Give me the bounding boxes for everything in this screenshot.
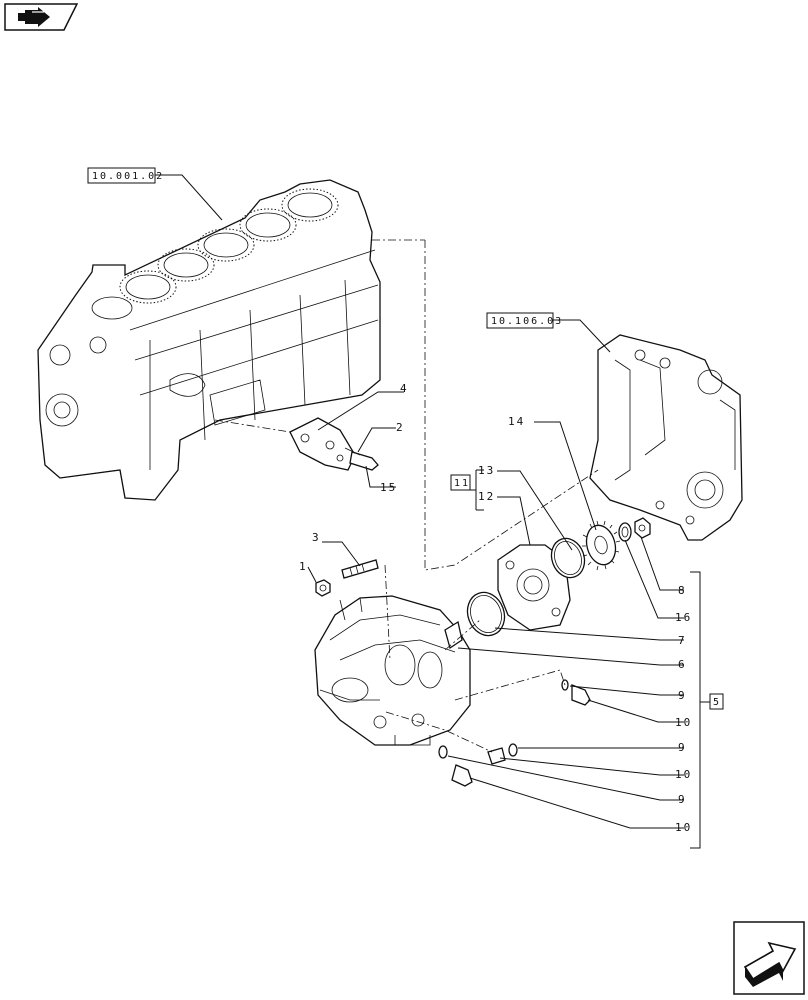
callout-10b: 10 [675, 768, 692, 781]
book-arrow-icon [4, 3, 79, 31]
ref-box-kit-5[interactable]: 5 [709, 693, 724, 710]
front-cover-drawing [589, 334, 743, 541]
toc-nav-button[interactable] [4, 3, 79, 31]
callout-labels: 4 2 15 3 1 14 13 12 8 16 7 6 9 10 9 10 9… [299, 382, 692, 834]
injection-pump-drawing [314, 595, 471, 746]
washer-part [618, 522, 632, 542]
callout-1: 1 [299, 560, 308, 573]
next-page-arrow-icon [733, 921, 805, 995]
callout-7: 7 [678, 634, 687, 647]
ref-box-engine-block[interactable]: 10.001.02 [87, 167, 164, 184]
nut-part [315, 579, 331, 597]
bracket-part [289, 417, 356, 471]
ref-box-kit-11[interactable]: 11 [450, 474, 471, 491]
callout-9a: 9 [678, 689, 687, 702]
callout-9c: 9 [678, 793, 687, 806]
callout-2: 2 [396, 421, 405, 434]
next-page-button[interactable] [733, 921, 805, 995]
ref-kit-5-label: 5 [713, 697, 721, 708]
alignment-lines [214, 239, 599, 753]
drive-gear-part [582, 520, 621, 571]
ref-engine-block-label: 10.001.02 [92, 171, 164, 182]
fitting-parts [438, 679, 591, 787]
ref-kit-11-label: 11 [454, 478, 470, 489]
flange-plate-part [497, 544, 571, 631]
callout-9b: 9 [678, 741, 687, 754]
ref-box-front-cover[interactable]: 10.106.03 [486, 312, 563, 329]
engine-block-drawing [37, 179, 381, 501]
bolt-part [344, 447, 379, 471]
callout-10c: 10 [675, 821, 692, 834]
stud-part [341, 559, 379, 579]
ref-front-cover-label: 10.106.03 [491, 316, 563, 327]
gear-nut-part [634, 517, 651, 539]
callout-10a: 10 [675, 716, 692, 729]
leader-lines [155, 174, 710, 849]
callout-4: 4 [400, 382, 409, 395]
callout-14: 14 [508, 415, 525, 428]
o-ring-parts [466, 537, 586, 637]
callout-16: 16 [675, 611, 692, 624]
callout-8: 8 [678, 584, 687, 597]
callout-15: 15 [380, 481, 397, 494]
callout-3: 3 [312, 531, 321, 544]
callout-13: 13 [478, 464, 495, 477]
callout-6: 6 [678, 658, 687, 671]
callout-12: 12 [478, 490, 495, 503]
